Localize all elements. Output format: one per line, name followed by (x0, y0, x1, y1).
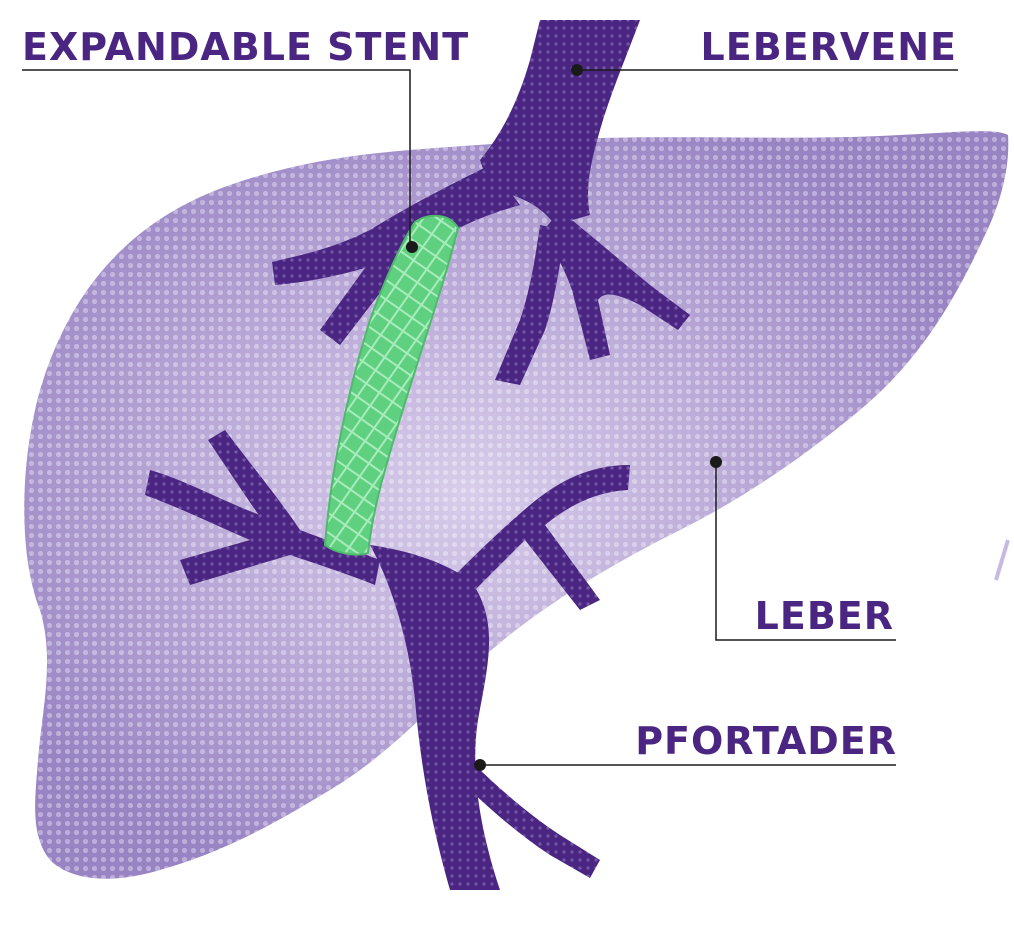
label-expandable-stent: EXPANDABLE STENT (22, 28, 469, 66)
marker-stent (406, 241, 418, 253)
label-lebervene: LEBERVENE (701, 28, 957, 66)
marker-leber (710, 456, 722, 468)
marker-pfortader (474, 759, 486, 771)
marker-lebervene (571, 64, 583, 76)
edge-stroke (996, 540, 1008, 580)
label-leber: LEBER (755, 597, 894, 635)
label-pfortader: PFORTADER (635, 722, 897, 760)
